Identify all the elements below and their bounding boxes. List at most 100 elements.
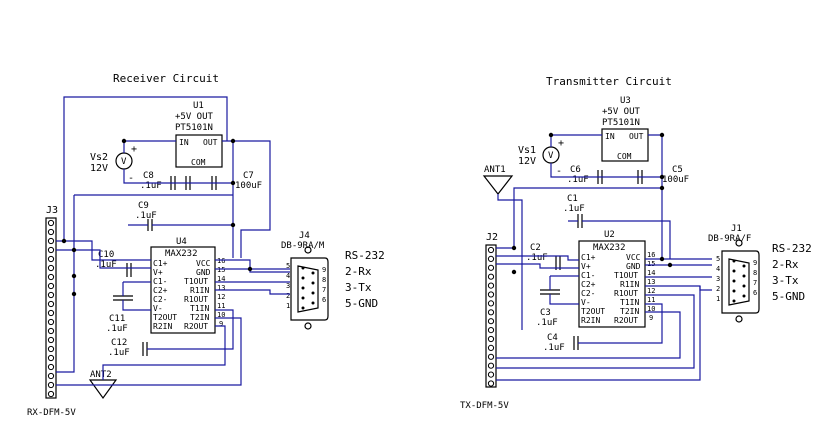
u2-pnum-9: 9 (649, 314, 653, 322)
j4-contact-6 (311, 291, 315, 295)
rx-wire-gnd (123, 169, 233, 184)
vs2-sym: V (121, 157, 127, 167)
j1-pn-5: 5 (716, 255, 720, 263)
tx-junction-4 (659, 185, 665, 191)
j3-part: RX-DFM-5V (27, 408, 76, 418)
u2-pnum-10: 10 (647, 305, 655, 313)
tx-junction-6 (511, 269, 517, 275)
u2-part: MAX232 (593, 243, 626, 253)
u4-pin-c1p: C1+ (153, 259, 168, 268)
tx-wire-top-bus (513, 187, 662, 248)
tx-junction-1 (548, 132, 554, 138)
c11-val: .1uF (106, 324, 128, 334)
j1-contact-4 (742, 274, 746, 278)
j2-pin-2 (487, 255, 495, 262)
j1-pins (732, 259, 746, 303)
u2-pin-vn: V- (581, 298, 591, 307)
c5-val: 100uF (662, 175, 689, 185)
j4-mount-top (304, 246, 312, 254)
j3-pin-13 (47, 327, 55, 335)
j1-pn-3: 3 (716, 275, 720, 283)
j4-shell (290, 257, 329, 321)
c8-ref: C8 (143, 171, 154, 181)
j2-part: TX-DFM-5V (460, 401, 509, 411)
rx-junction-4 (230, 222, 236, 228)
tx-rs232-l1: 2-Rx (772, 258, 799, 271)
u4-pnum-11: 11 (217, 302, 225, 310)
j2-pin-15 (487, 371, 495, 378)
tx-rs232-title: RS-232 (772, 242, 812, 255)
j4-contact-9 (301, 306, 305, 310)
j3-pin-18 (47, 372, 55, 380)
transmitter-circuit: Transmitter Circuit U3 +5V OUT PT5101N I… (460, 75, 812, 411)
c6-val: .1uF (567, 175, 589, 185)
j1-ref: J1 (731, 224, 742, 234)
c8-val: .1uF (140, 181, 162, 191)
j3-pin-19 (47, 381, 55, 389)
c3-ref: C3 (540, 308, 551, 318)
j4-pn-6: 6 (322, 296, 326, 304)
j3-pin-6 (47, 264, 55, 272)
j2-pin-3 (487, 264, 495, 271)
j1-contact-1 (732, 259, 736, 263)
rx-wire-top-loop (63, 96, 228, 241)
c1-val: .1uF (563, 204, 585, 214)
u4-pin-r1out: R1OUT (184, 295, 208, 304)
j2-pin-13 (487, 353, 495, 360)
u4-pnum-14: 14 (217, 275, 225, 283)
source-vs2: V Vs2 12V + - (90, 144, 137, 184)
ant1-icon (482, 175, 514, 195)
u2-pin-c1p: C1+ (581, 253, 596, 262)
rx-wire-vcc (215, 259, 290, 273)
j3-pin-17 (47, 363, 55, 371)
u2-pnum-16: 16 (647, 251, 655, 259)
j3-pin-5 (47, 255, 55, 263)
u2-pin-vcc: VCC (626, 253, 641, 262)
u3-body (601, 128, 649, 162)
c7-val: 100uF (235, 181, 262, 191)
rx-wire-conn-b (56, 249, 151, 269)
u3-part: PT5101N (602, 118, 640, 128)
u4-pin-t1in: T1IN (190, 304, 209, 313)
j3-pin-15 (47, 345, 55, 353)
tx-wire-out (648, 134, 663, 259)
c7-ref: C7 (243, 171, 254, 181)
tx-junction-7 (659, 256, 665, 262)
j1-shell (721, 250, 760, 314)
u4-pin-vcc: VCC (196, 259, 211, 268)
j1-contact-2 (742, 264, 746, 268)
u4-pnum-15: 15 (217, 266, 225, 274)
u4-pin-t1out: T1OUT (184, 277, 208, 286)
rx-junction-2 (230, 138, 236, 144)
j1-pn-6: 6 (753, 289, 757, 297)
j3-ref: J3 (46, 205, 58, 216)
u4-pin-r2in: R2IN (153, 322, 172, 331)
u1-line1: +5V OUT (175, 112, 214, 122)
j2-pin-6 (487, 291, 495, 298)
j1-face-icon (728, 258, 750, 306)
j3-pin-2 (47, 228, 55, 236)
receiver-circuit: Receiver Circuit U1 +5V OUT PT5101N IN O… (27, 72, 385, 418)
j2-pins (487, 246, 495, 387)
vs2-plus: + (131, 144, 137, 155)
u2-pnum-12: 12 (647, 287, 655, 295)
u2-pin-t1out: T1OUT (614, 271, 638, 280)
tx-junction-2 (659, 132, 665, 138)
u4-pin-r1in: R1IN (190, 286, 209, 295)
rx-junction-7 (71, 273, 77, 279)
regulator-u3: U3 +5V OUT PT5101N IN OUT COM (601, 96, 649, 162)
c11-ref: C11 (109, 314, 125, 324)
j3-pins (47, 219, 55, 398)
vs1-minus: - (556, 166, 562, 177)
rx-wire-ant (102, 325, 226, 380)
transmitter-title: Transmitter Circuit (546, 75, 672, 88)
rx-wire-bottom (56, 195, 75, 373)
j4-pn-2: 2 (286, 292, 290, 300)
tx-wire-gnd (550, 163, 662, 178)
u2-pnum-11: 11 (647, 296, 655, 304)
j4-pn-7: 7 (322, 286, 326, 294)
j1-contact-6 (742, 284, 746, 288)
j4-part: DB-9RA/M (281, 241, 325, 251)
tx-junction-3 (659, 174, 665, 180)
j4-pn-8: 8 (322, 276, 326, 284)
